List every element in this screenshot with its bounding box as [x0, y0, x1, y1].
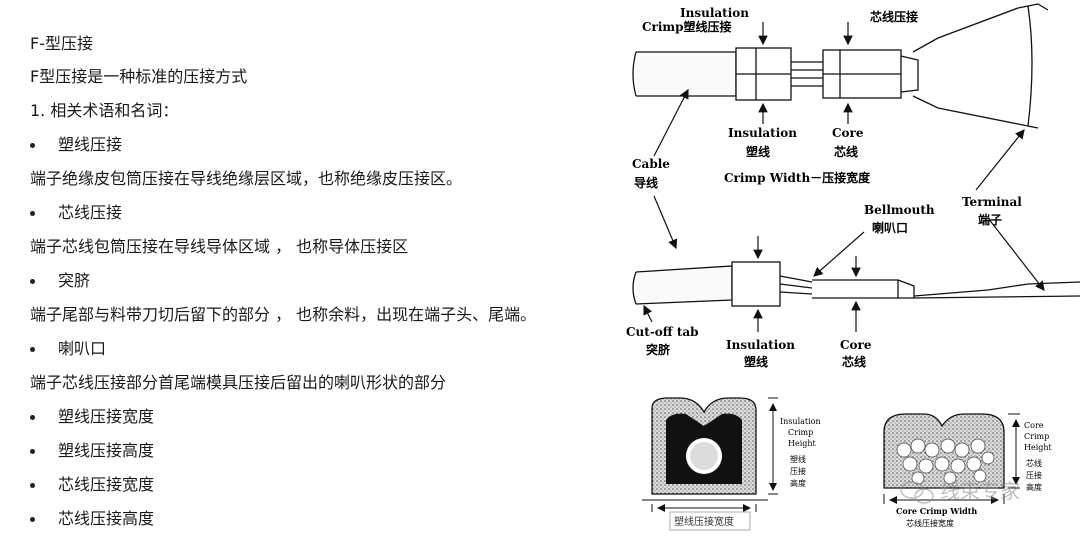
- bullet-core-crimp-width: 芯线压接宽度: [58, 475, 155, 494]
- label-crimp-width: Crimp Width－压接宽度: [724, 170, 871, 185]
- label-insulation-en: Insulation: [728, 126, 797, 140]
- label-cable-cn: 导线: [634, 175, 658, 190]
- bullet-icon: [30, 279, 35, 284]
- cch-label-1: Core: [1024, 421, 1044, 430]
- label-core2-en: Core: [840, 338, 872, 352]
- bullet-icon: [30, 449, 35, 454]
- side-crimp-view: [632, 261, 1080, 307]
- cch-label-3: Height: [1024, 443, 1053, 452]
- bullet-core-crimp-height: 芯线压接高度: [58, 509, 155, 528]
- label-insulation-cn: 塑线: [746, 144, 770, 159]
- desc-bellmouth: 端子芯线压接部分首尾端模具压接后留出的喇叭形状的部分: [30, 373, 447, 392]
- text-column: F-型压接 F型压接是一种标准的压接方式 1. 相关术语和名词： 塑线压接 端子…: [30, 34, 537, 528]
- desc-core-crimp: 端子芯线包筒压接在导线导体区域 ， 也称导体压接区: [30, 237, 409, 256]
- bullet-icon: [30, 143, 35, 148]
- top-crimp-view: [632, 3, 1049, 129]
- ich-label-2: Crimp: [788, 428, 813, 437]
- label-insulation-crimp: Crimp塑线压接: [642, 19, 732, 34]
- wechat-watermark: 线束专家: [900, 479, 1020, 504]
- ich-label-3: Height: [788, 439, 817, 448]
- ich-label-5: 压接: [790, 466, 806, 476]
- label-core2-cn: 芯线: [842, 354, 866, 369]
- cch-label-5: 压接: [1026, 470, 1042, 480]
- cch-label-6: 高度: [1026, 482, 1042, 492]
- label-cutoff-cn: 突脐: [646, 342, 671, 357]
- title: F-型压接: [30, 34, 93, 53]
- label-core-crimp-cn: 芯线压接: [870, 9, 918, 24]
- bullet-insulation-crimp: 塑线压接: [58, 135, 123, 154]
- bullet-insulation-crimp-width: 塑线压接宽度: [58, 407, 155, 426]
- label-cutoff-en: Cut-off tab: [626, 325, 699, 339]
- bullet-bellmouth: 喇叭口: [58, 339, 107, 358]
- intro-text: F型压接是一种标准的压接方式: [30, 67, 248, 86]
- label-cable-en: Cable: [632, 157, 670, 171]
- core-crimp-width-en: Core Crimp Width: [896, 506, 977, 516]
- insulation-crimp-width-label: 塑线压接宽度: [674, 515, 734, 528]
- core-crimp-width-cn: 芯线压接宽度: [906, 518, 954, 528]
- desc-cutoff-tab: 端子尾部与料带刀切后留下的部分 ， 也称余料，出现在端子头、尾端。: [30, 305, 537, 324]
- bullet-icon: [30, 483, 35, 488]
- label-insulation2-cn: 塑线: [744, 354, 768, 369]
- ich-label-6: 高度: [790, 478, 806, 488]
- label-core-en: Core: [832, 126, 864, 140]
- ich-label-4: 塑线: [790, 454, 806, 464]
- bullet-icon: [30, 347, 35, 352]
- crimp-diagram: Insulation Crimp塑线压接 芯线压接 Insulation 塑线 …: [608, 0, 1080, 536]
- bullet-insulation-crimp-height: 塑线压接高度: [58, 441, 155, 460]
- ich-label-1: Insulation: [780, 417, 821, 426]
- core-cross-section: [883, 413, 1020, 504]
- label-bellmouth-en: Bellmouth: [864, 203, 935, 217]
- label-core-cn: 芯线: [834, 144, 858, 159]
- label-insulation2-en: Insulation: [726, 338, 795, 352]
- insulation-cross-section: [642, 397, 778, 531]
- cch-label-4: 芯线: [1026, 458, 1042, 468]
- bullet-icon: [30, 211, 35, 216]
- bullet-cutoff-tab: 突脐: [58, 271, 91, 290]
- watermark-text: 线束专家: [940, 479, 1020, 503]
- label-terminal-cn: 端子: [978, 212, 1002, 227]
- label-bellmouth-cn: 喇叭口: [872, 220, 908, 235]
- cch-label-2: Crimp: [1024, 432, 1049, 441]
- desc-insulation-crimp: 端子绝缘皮包筒压接在导线绝缘层区域，也称绝缘皮压接区。: [30, 169, 463, 188]
- label-terminal-en: Terminal: [962, 195, 1022, 209]
- bullet-core-crimp: 芯线压接: [58, 203, 123, 222]
- list-item-1: 1. 相关术语和名词：: [30, 101, 179, 120]
- bullet-icon: [30, 517, 35, 522]
- bullet-icon: [30, 415, 35, 420]
- label-insulation-en: Insulation: [680, 6, 749, 20]
